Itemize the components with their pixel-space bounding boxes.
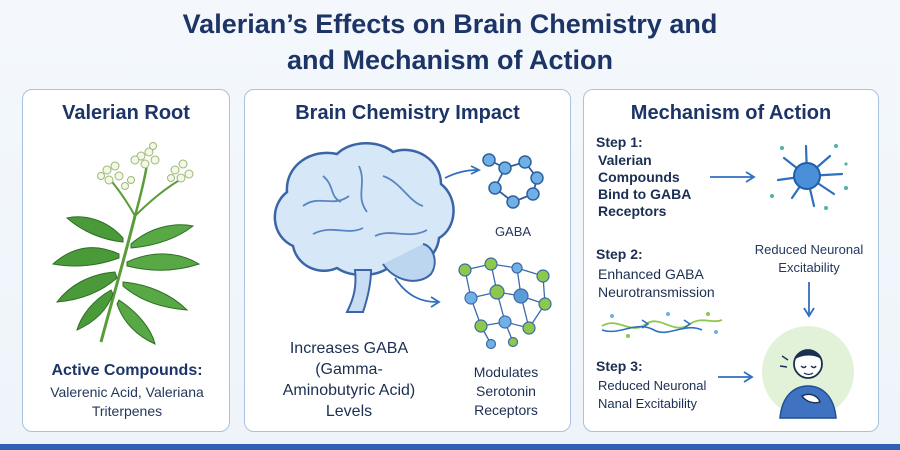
step3-heading: Step 3: <box>596 358 643 374</box>
step1-line-1: Valerian <box>598 152 652 168</box>
mechanism-panel: Mechanism of Action Step 1: Valerian Com… <box>583 89 879 432</box>
increase-gaba-line-4: Levels <box>325 403 373 420</box>
step1-line-3: Bind to GABA <box>598 186 692 202</box>
serotonin-line-3: Receptors <box>474 402 538 418</box>
step1-line-2: Compounds <box>598 169 680 185</box>
serotonin-line-1: Modulates <box>473 364 539 380</box>
gaba-label: GABA <box>494 224 532 239</box>
receptor-network-icon <box>458 257 552 350</box>
arrow-to-gaba-icon <box>444 165 482 179</box>
step3-line-2: Nanal Excitability <box>598 396 697 411</box>
step3-line-1: Reduced Neuronal <box>598 378 707 393</box>
valerian-root-panel: Valerian Root A <box>22 89 230 432</box>
arrow-to-person-icon <box>718 371 754 383</box>
page-title-line-2: and Mechanism of Action <box>286 45 614 75</box>
brain-chemistry-title: Brain Chemistry Impact <box>295 102 520 124</box>
compounds-heading: Active Compounds: <box>51 362 203 379</box>
compounds-line-1: Valerenic Acid, Valeriana <box>50 384 204 400</box>
excitability-line-2: Excitability <box>778 260 840 275</box>
gaba-molecule-icon <box>482 153 544 209</box>
step2-line-1: Enhanced GABA <box>598 266 704 282</box>
serotonin-line-2: Serotonin <box>476 383 536 399</box>
brain-icon <box>273 142 455 313</box>
page-title-line-1: Valerian’s Effects on Brain Chemistry an… <box>182 9 718 39</box>
arrow-down-icon <box>803 282 815 318</box>
page-title: Valerian’s Effects on Brain Chemistry an… <box>0 6 900 78</box>
step2-line-2: Neurotransmission <box>598 284 715 300</box>
compounds-line-2: Triterpenes <box>91 403 163 419</box>
arrow-to-neuron-icon <box>710 171 756 183</box>
valerian-plant-icon <box>51 142 201 345</box>
mechanism-title: Mechanism of Action <box>630 102 832 124</box>
excitability-line-1: Reduced Neuronal <box>754 242 864 257</box>
arrow-to-network-icon <box>394 277 441 308</box>
valerian-root-title: Valerian Root <box>62 102 190 124</box>
increase-gaba-line-2: (Gamma- <box>315 361 383 378</box>
step2-heading: Step 2: <box>596 246 643 262</box>
step1-line-4: Receptors <box>598 203 667 219</box>
relaxed-person-icon <box>762 326 854 419</box>
increase-gaba-line-1: Increases GABA <box>289 340 409 357</box>
brain-chemistry-panel: Brain Chemistry Impact <box>244 89 571 432</box>
increase-gaba-line-3: Aminobutyric Acid) <box>282 382 416 399</box>
bottom-accent-bar <box>0 444 900 450</box>
step1-heading: Step 1: <box>596 134 643 150</box>
neurotransmission-icon <box>601 312 723 338</box>
neuron-icon <box>770 144 848 210</box>
